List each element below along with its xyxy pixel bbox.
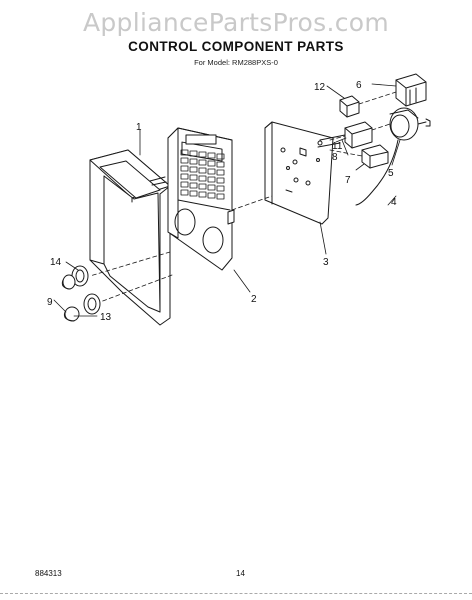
part-connector-block[interactable]: [395, 73, 427, 107]
leader-lines: [53, 83, 401, 317]
diagram-code: 884313: [35, 569, 62, 578]
callout-5: 5: [388, 168, 394, 179]
callout-8: 8: [332, 152, 338, 163]
keypad[interactable]: [180, 149, 225, 200]
display-window: [185, 134, 217, 145]
watermark: AppliancePartsPros.com: [82, 8, 390, 37]
model-number: RM288PXS-0: [232, 58, 278, 67]
callout-1: 1: [136, 122, 142, 133]
callout-7: 7: [345, 175, 351, 186]
knob-hole-upper: [174, 208, 196, 236]
page-title: CONTROL COMPONENT PARTS: [128, 39, 344, 54]
callout-6: 6: [356, 80, 362, 91]
part-bezel-frame[interactable]: [89, 149, 171, 326]
assembly-guides: [89, 91, 397, 303]
callout-3: 3: [323, 257, 329, 268]
part-knob-upper[interactable]: [61, 265, 89, 290]
part-switch[interactable]: [361, 144, 389, 169]
callout-9: 9: [47, 297, 53, 308]
part-module[interactable]: [339, 95, 360, 118]
part-knob-lower[interactable]: [63, 293, 101, 322]
callout-11: 11: [332, 141, 343, 152]
bottom-rule: [0, 593, 472, 594]
model-line: For Model: RM288PXS-0: [0, 58, 472, 67]
callout-2: 2: [251, 294, 257, 305]
part-control-panel[interactable]: [167, 127, 235, 271]
knob-hole-lower: [202, 226, 224, 254]
part-relay[interactable]: [317, 121, 373, 149]
part-timer-motor[interactable]: [355, 107, 431, 206]
page-number: 14: [236, 569, 245, 578]
callout-13: 13: [100, 312, 112, 323]
part-circuit-board[interactable]: [264, 121, 334, 225]
callout-12: 12: [314, 82, 326, 93]
callout-4: 4: [391, 197, 397, 208]
model-prefix: For Model:: [194, 58, 230, 67]
callout-14: 14: [50, 257, 62, 268]
